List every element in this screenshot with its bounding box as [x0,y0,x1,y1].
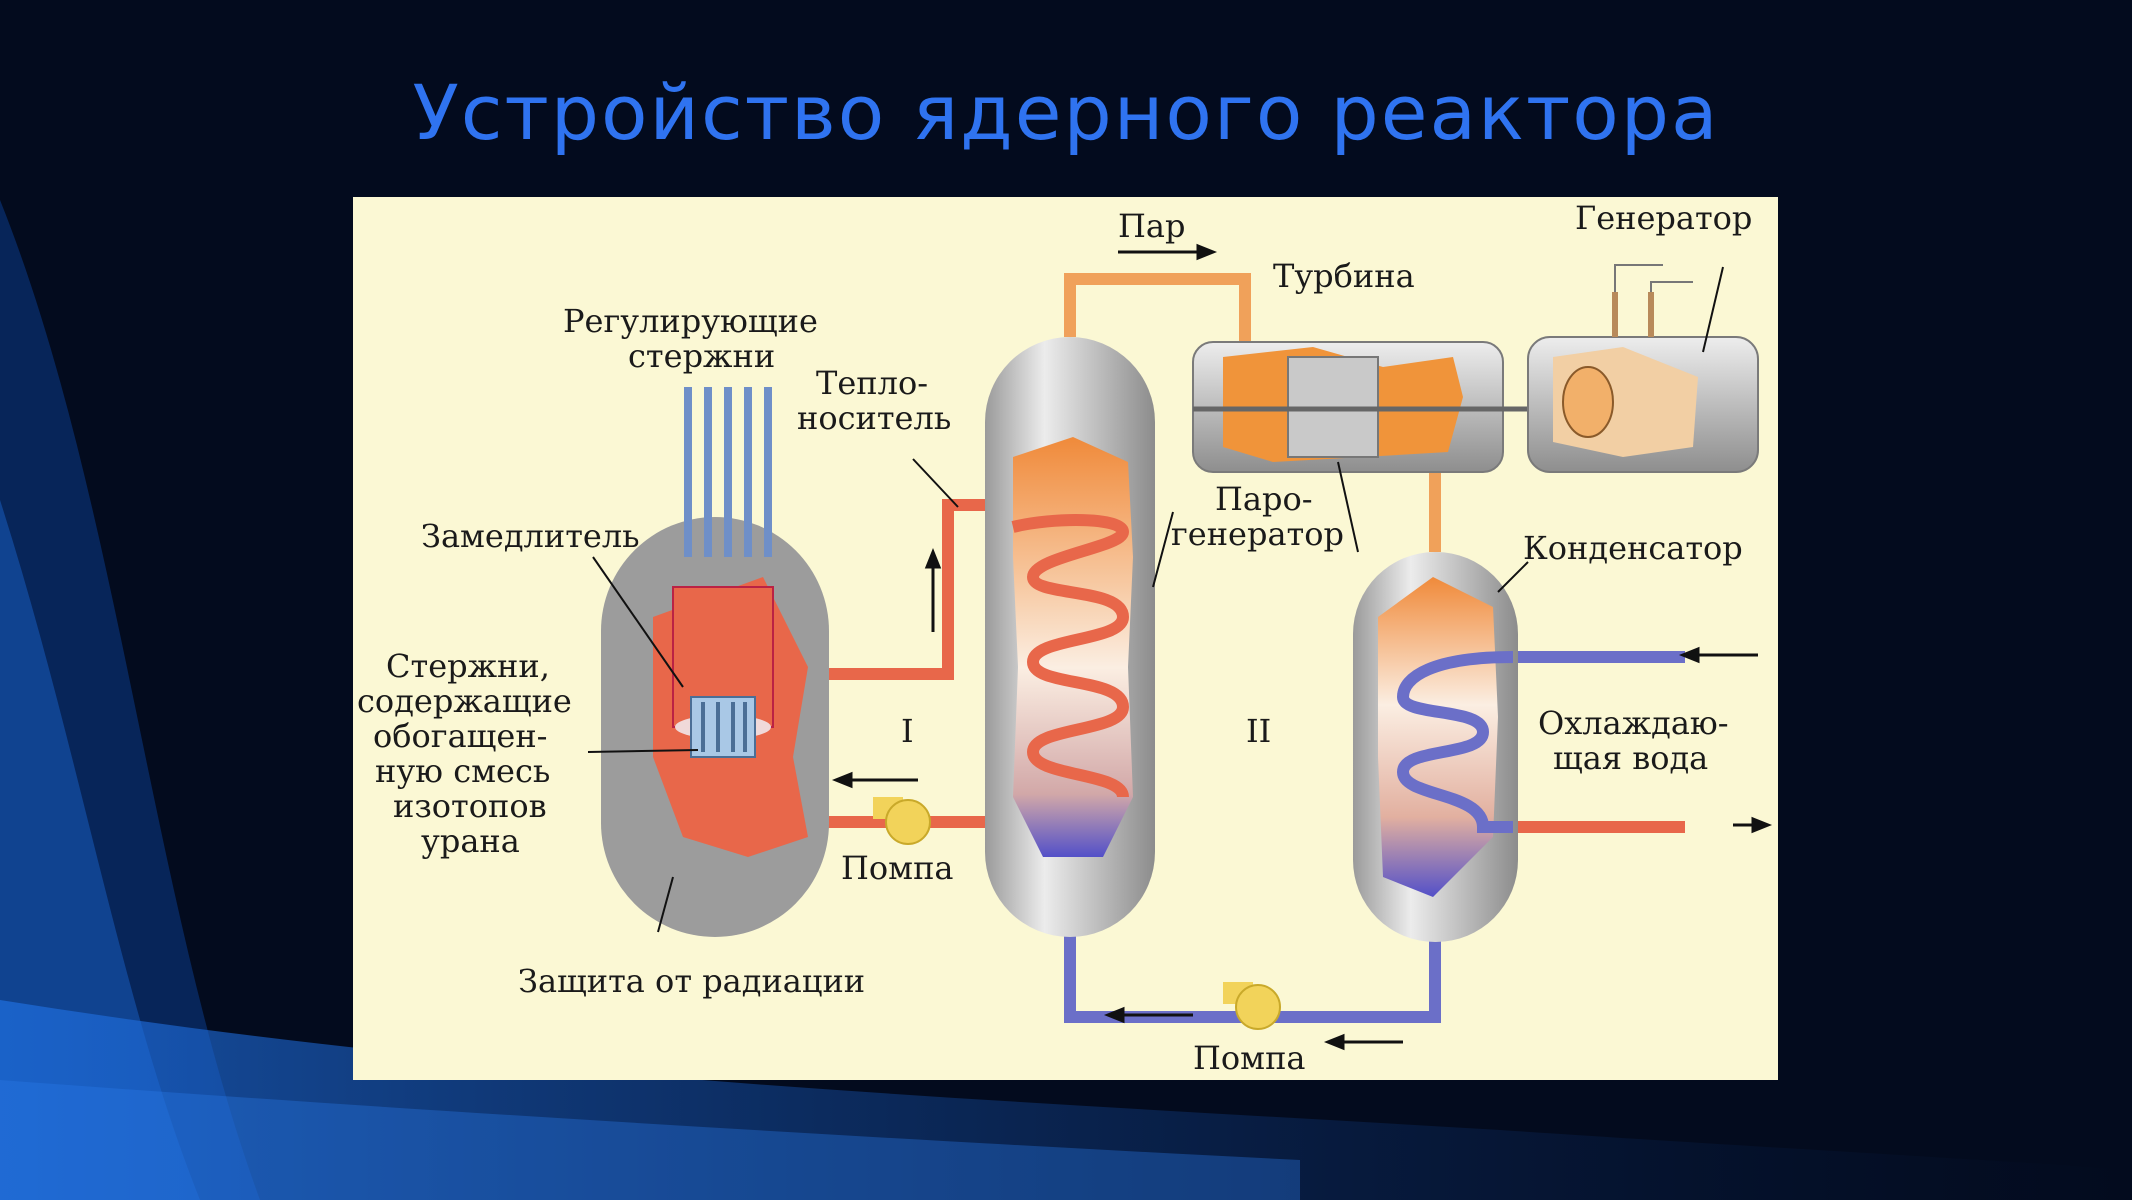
nuclear-reactor-diagram: Пар Турбина Генератор Регулирующие стерж… [353,197,1778,1080]
label-fuel-3: обогащен- [373,717,547,755]
label-pump-2: Помпа [1193,1039,1305,1077]
label-loop-2: II [1246,712,1271,750]
label-generator: Генератор [1575,199,1752,237]
label-steam-gen-2: генератор [1171,515,1344,553]
condenser [1353,552,1518,942]
label-control-rods-2: стержни [628,337,775,375]
label-loop-1: I [901,712,914,750]
label-cooling-2: щая вода [1553,739,1708,777]
label-moderator: Замедлитель [421,517,640,555]
pump-secondary [1223,982,1281,1030]
steam-generator [985,337,1155,937]
fuel-rods [690,696,756,758]
label-shield: Защита от радиации [518,962,865,1000]
pump-primary [873,797,931,845]
label-control-rods-1: Регулирующие [563,302,818,340]
label-fuel-1: Стержни, [386,647,550,685]
slide-title: Устройство ядерного реактора [412,68,1720,157]
control-rods [684,387,772,557]
label-coolant-1: Тепло- [816,364,928,402]
label-turbine: Турбина [1273,257,1415,295]
flow-arrows [831,243,1773,1051]
turbine [1192,341,1533,473]
label-fuel-6: урана [421,822,520,860]
hot-coolant-pipe [828,499,1013,680]
label-condenser: Конденсатор [1523,529,1743,567]
label-fuel-5: изотопов [393,787,547,825]
label-fuel-4: ную смесь [375,752,550,790]
label-coolant-2: носитель [797,399,951,437]
generator [1527,264,1759,473]
label-steam: Пар [1118,207,1185,245]
label-steam-gen-1: Паро- [1215,480,1313,518]
label-fuel-2: содержащие [357,682,572,720]
leader-lines [587,266,1724,933]
label-pump-1: Помпа [841,849,953,887]
label-cooling-1: Охлаждаю- [1538,704,1729,742]
steam-pipe [1064,273,1251,342]
